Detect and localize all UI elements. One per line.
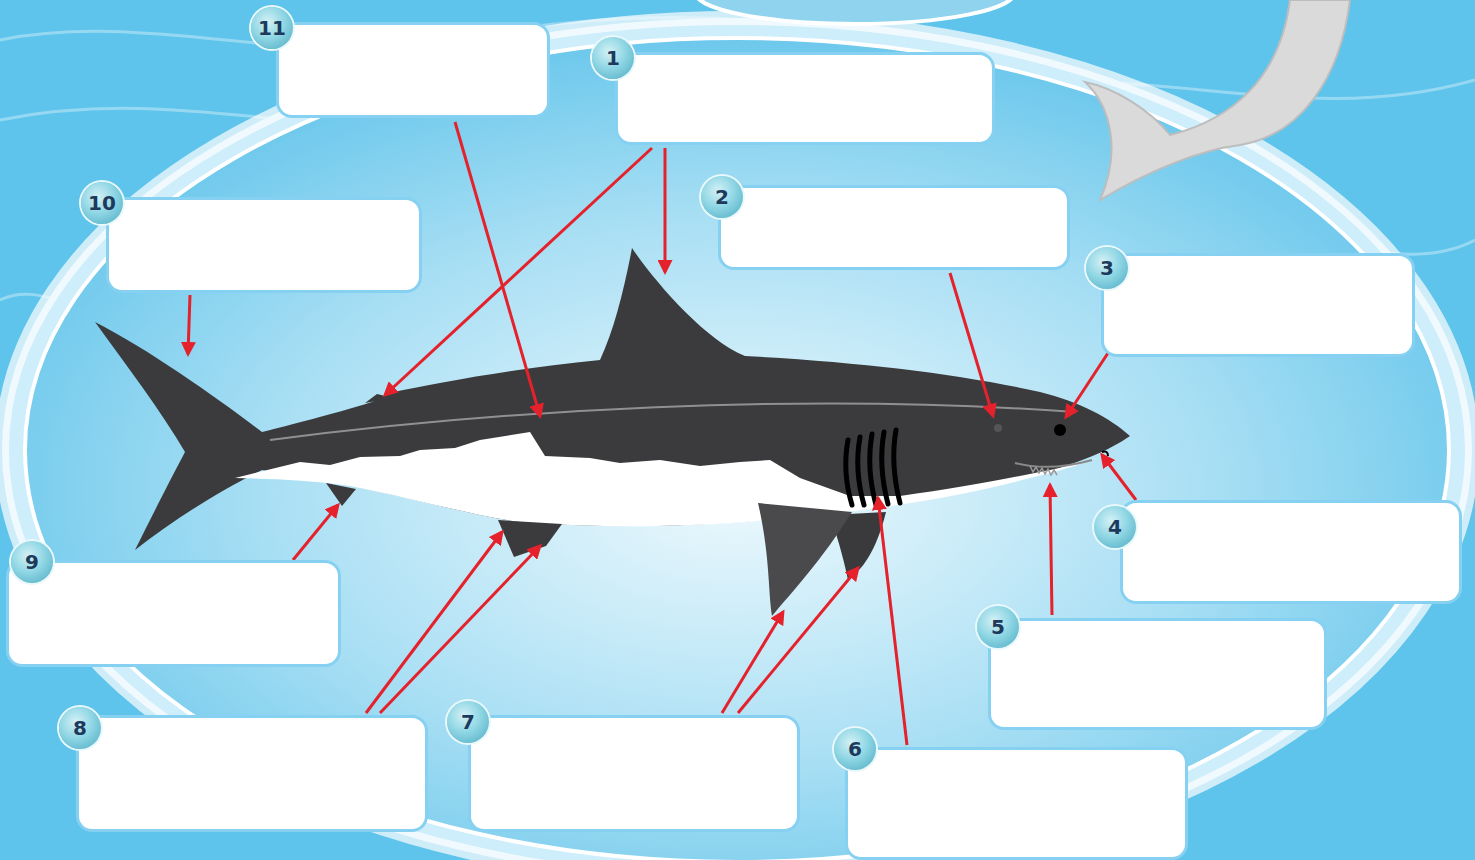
- gill-slit: [870, 434, 876, 505]
- shark-body: [95, 248, 1130, 550]
- gill-slit: [846, 440, 852, 505]
- label-box: 3: [1101, 253, 1415, 357]
- leader-arrow: [380, 546, 540, 713]
- leader-arrow: [1050, 485, 1052, 615]
- leader-arrow: [385, 148, 652, 395]
- leader-arrow: [1102, 455, 1136, 500]
- pectoral-fin: [758, 503, 852, 616]
- leader-arrow: [455, 122, 540, 416]
- callout-number: 6: [834, 728, 876, 770]
- label-box: 4: [1120, 500, 1462, 604]
- whale-tail: [1085, 0, 1350, 200]
- leader-arrow: [293, 505, 338, 560]
- ampullae-pore: [994, 424, 1002, 432]
- leader-arrow: [738, 568, 858, 713]
- leader-arrow: [950, 273, 993, 416]
- sea-oval: [25, 38, 1449, 860]
- leader-arrow: [366, 532, 502, 713]
- gill-slit: [882, 432, 888, 504]
- pelvic-fin: [498, 520, 562, 557]
- callout-number: 10: [81, 182, 123, 224]
- label-box: 1: [615, 52, 995, 145]
- leader-arrow: [878, 498, 907, 745]
- label-box: 10: [106, 197, 422, 293]
- callout-number: 1: [592, 37, 634, 79]
- callout-number: 3: [1086, 247, 1128, 289]
- shark-teeth: [1030, 466, 1057, 475]
- leader-arrow: [188, 295, 190, 354]
- label-box: 9: [6, 560, 341, 667]
- sea-ring: [2, 18, 1472, 860]
- callout-number: 2: [701, 176, 743, 218]
- gill-slit: [894, 430, 900, 503]
- lateral-line: [270, 404, 1075, 440]
- top-bubble: [695, 0, 1015, 24]
- leader-arrow: [1066, 353, 1108, 417]
- callout-number: 7: [447, 701, 489, 743]
- label-box: 5: [988, 618, 1327, 730]
- gill-slit: [858, 437, 864, 505]
- label-box: 2: [718, 185, 1070, 270]
- shark-mouth: [1015, 460, 1092, 467]
- shark-eye: [1054, 424, 1066, 436]
- second-dorsal-fin: [365, 394, 394, 403]
- label-box: 11: [276, 22, 550, 118]
- label-box: 7: [468, 715, 800, 832]
- callout-number: 11: [251, 7, 293, 49]
- leader-arrow: [722, 612, 783, 713]
- callout-number: 8: [59, 707, 101, 749]
- callout-number: 5: [977, 606, 1019, 648]
- label-box: 6: [845, 747, 1188, 860]
- anal-fin: [326, 483, 356, 506]
- shark-belly: [235, 432, 1112, 526]
- gill-slits: [846, 430, 900, 505]
- label-box: 8: [76, 715, 428, 832]
- callout-number: 9: [11, 541, 53, 583]
- leader-arrow: [664, 148, 667, 272]
- callout-number: 4: [1094, 506, 1136, 548]
